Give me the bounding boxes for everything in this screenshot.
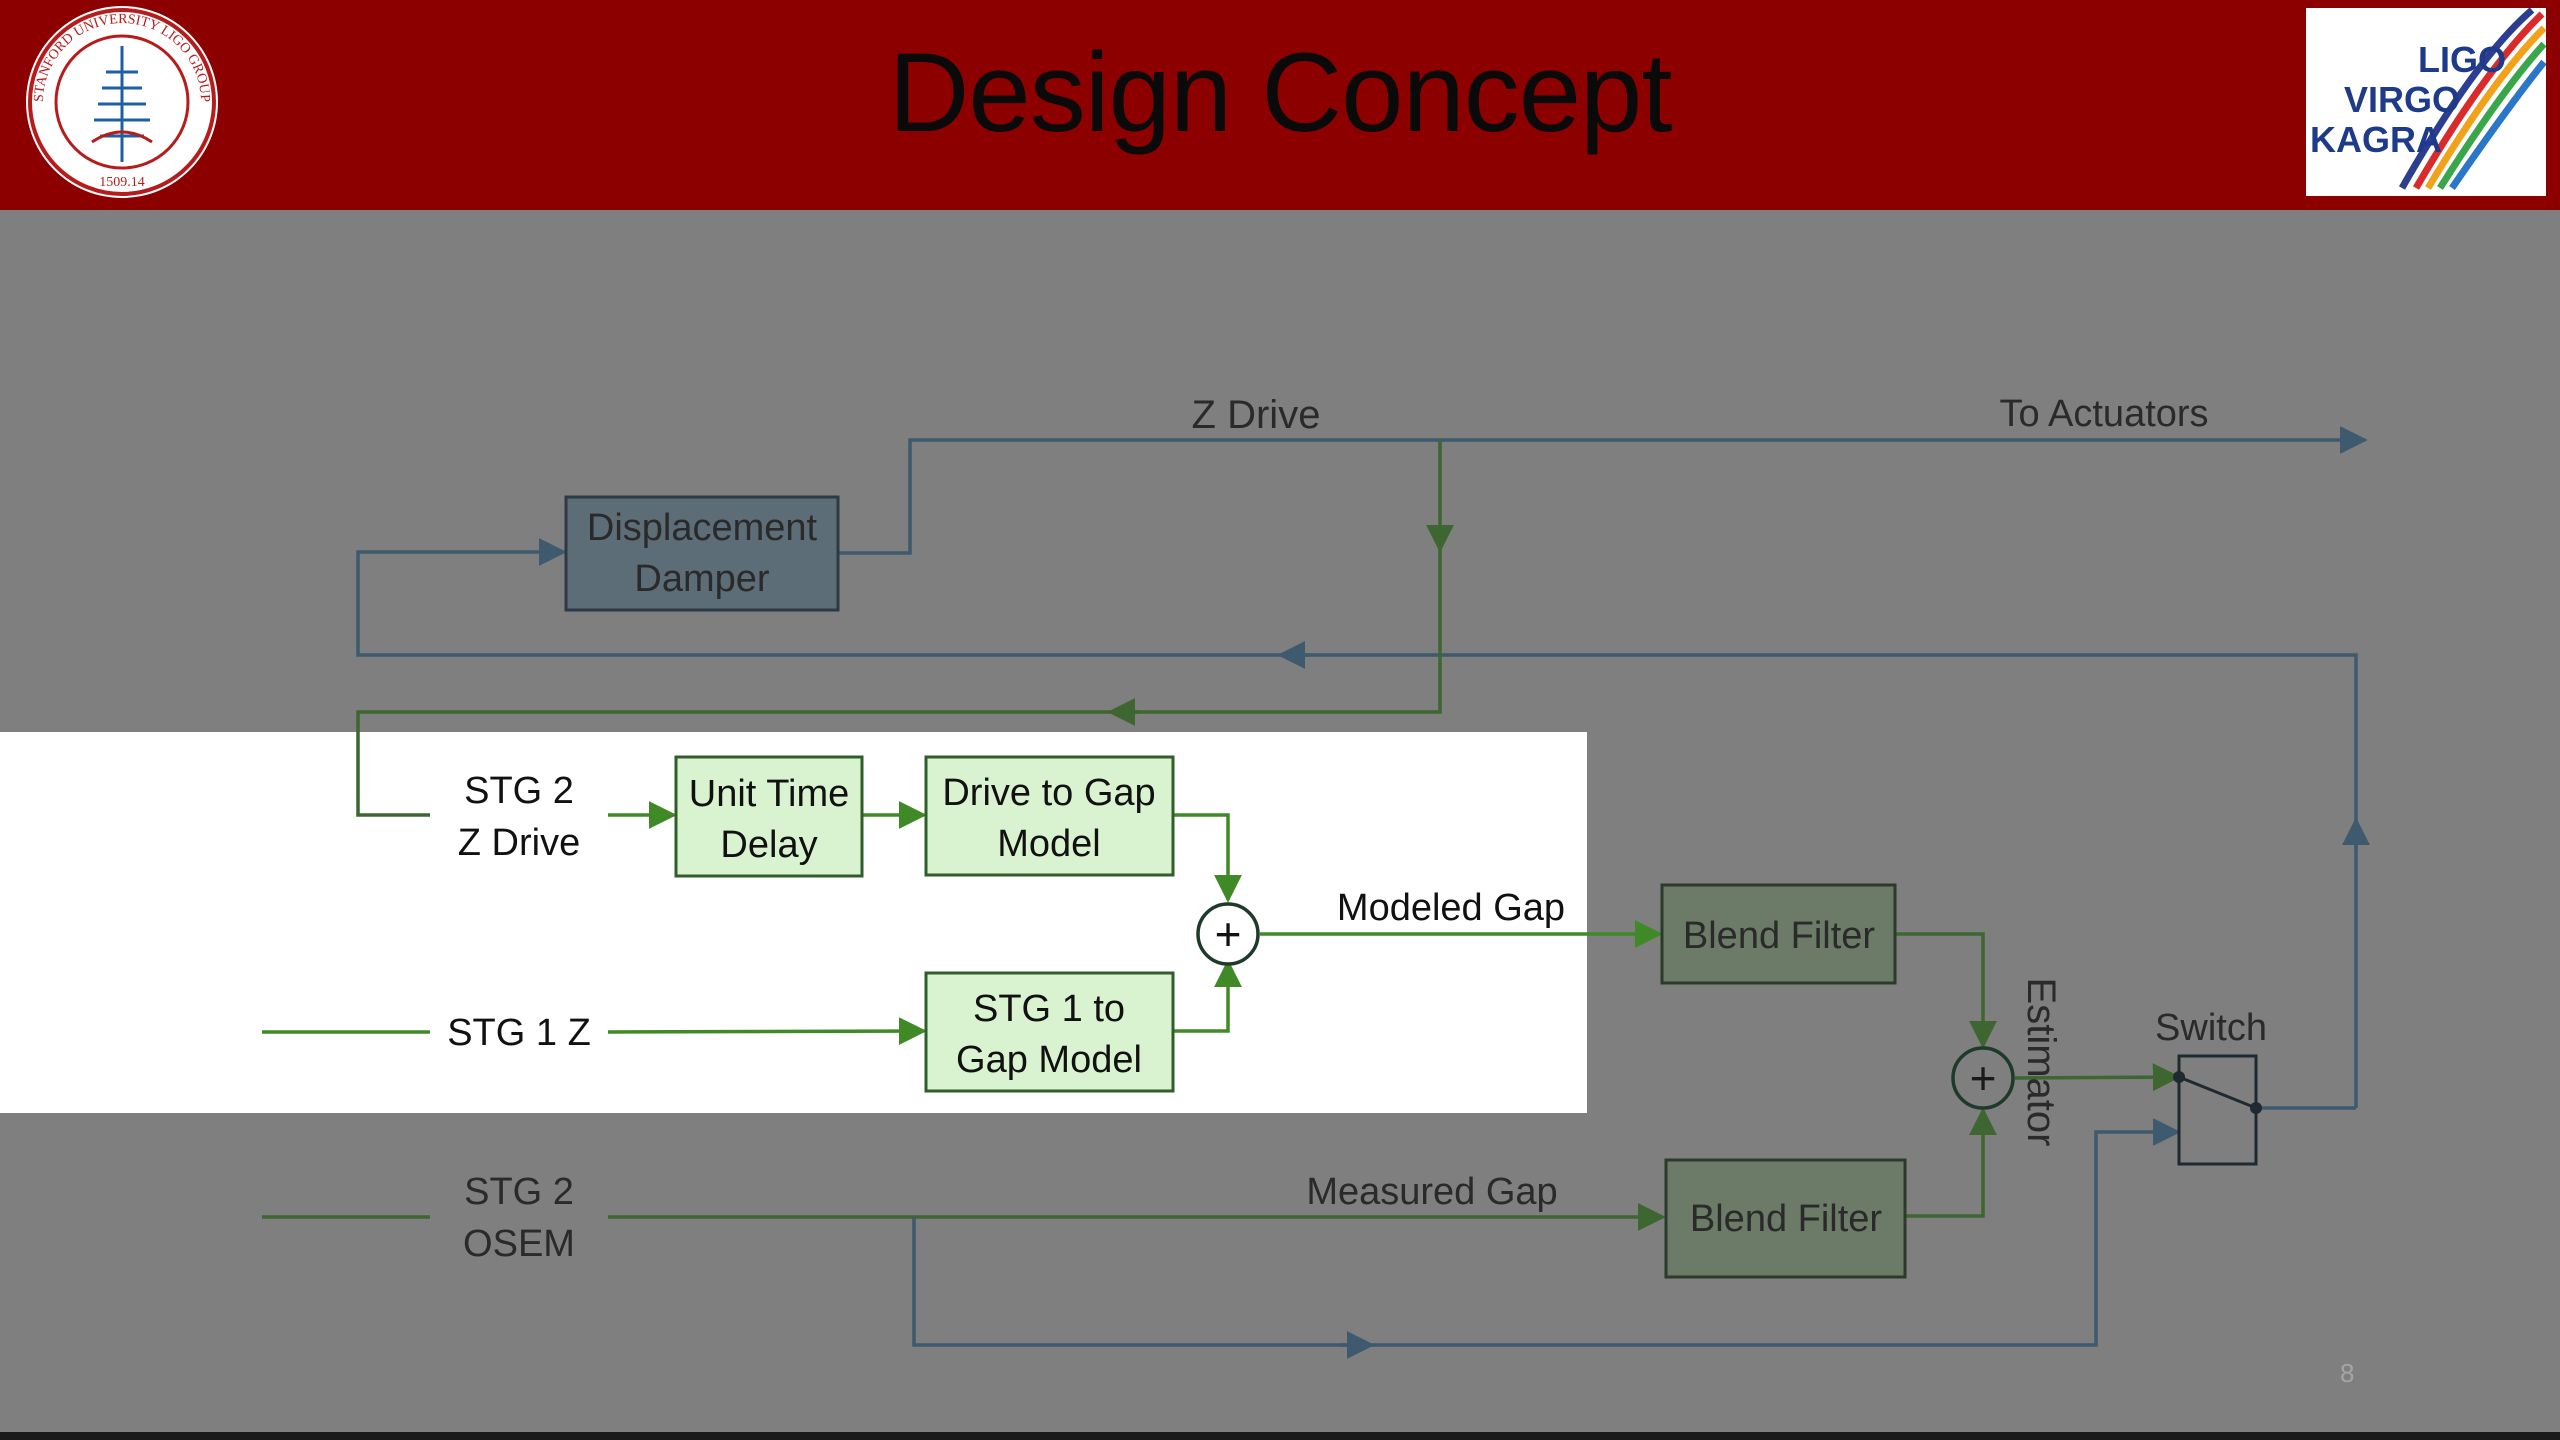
switch-element	[2173, 1054, 2262, 1166]
logo-text-kagra: KAGRA	[2310, 119, 2442, 160]
label-measured-gap: Measured Gap	[1306, 1171, 1557, 1213]
block-blend-filter-top: Blend Filter	[1660, 883, 1897, 985]
wire-measured-direct-to-switch	[912, 1118, 2181, 1347]
label-z-drive: Z Drive	[1192, 393, 1321, 437]
logo-text-ligo: LIGO	[2418, 39, 2506, 80]
wire-drivegap-to-sum	[1173, 813, 1242, 903]
label-to-actuators: To Actuators	[1999, 393, 2208, 435]
input-stg2-zdrive-line2: Z Drive	[458, 822, 580, 864]
label-estimator: Estimator	[2019, 978, 2063, 1147]
slide-title: Design Concept	[888, 30, 1673, 155]
seal-year: 1509.14	[99, 175, 145, 190]
block-unit-time-delay: Unit Time Delay	[674, 755, 864, 878]
title-bar	[0, 0, 2560, 210]
block-unit-time-delay-line1: Unit Time	[689, 773, 849, 815]
wire-zdrive-to-actuators	[838, 426, 2368, 555]
block-blend-filter-bottom-label: Blend Filter	[1690, 1198, 1883, 1240]
wire-stg1-to-gapmodel	[607, 1017, 927, 1046]
bottom-bar	[0, 1432, 2560, 1440]
block-displacement-damper-line1: Displacement	[587, 507, 818, 549]
stanford-ligo-seal-logo: STANFORD UNIVERSITY LIGO GROUP 1509.14	[22, 2, 222, 202]
input-stg2-osem-line1: STG 2	[464, 1171, 574, 1213]
block-drive-to-gap-line2: Model	[997, 823, 1101, 865]
input-stg1-z: STG 1 Z	[447, 1012, 591, 1054]
wire-gapmodel-to-sum	[1173, 959, 1242, 1033]
label-modeled-gap: Modeled Gap	[1337, 887, 1565, 929]
sum-node-modeled-symbol: +	[1215, 908, 1242, 960]
input-stg2-zdrive-line1: STG 2	[464, 770, 574, 812]
block-displacement-damper-line2: Damper	[634, 558, 769, 600]
label-switch: Switch	[2155, 1007, 2267, 1049]
block-displacement-damper: Displacement Damper	[564, 495, 840, 612]
block-stg1-to-gap-line2: Gap Model	[956, 1039, 1142, 1081]
sum-node-estimator-symbol: +	[1970, 1052, 1997, 1104]
logo-text-virgo: VIRGO	[2344, 79, 2460, 120]
wire-blend-bottom-to-sum	[1905, 1107, 1997, 1218]
block-drive-to-gap-line1: Drive to Gap	[942, 772, 1155, 814]
block-stg1-to-gap-model: STG 1 to Gap Model	[924, 971, 1175, 1093]
block-unit-time-delay-line2: Delay	[720, 824, 817, 866]
block-blend-filter-top-label: Blend Filter	[1683, 915, 1876, 957]
ligo-virgo-kagra-logo: LIGO VIRGO KAGRA	[2306, 8, 2546, 196]
sum-node-modeled: +	[1196, 902, 1260, 966]
wire-estsum-to-switch	[2014, 1063, 2181, 1092]
input-stg2-osem-line2: OSEM	[463, 1223, 575, 1265]
wire-feedback-to-damper	[356, 538, 2358, 1108]
sum-node-estimator: +	[1951, 1046, 2015, 1110]
wire-zdrive-tap-loop	[356, 550, 1442, 817]
page-number: 8	[2340, 1358, 2355, 1388]
block-stg1-to-gap-line1: STG 1 to	[973, 988, 1125, 1030]
wire-blend-top-to-sum	[1895, 932, 1997, 1049]
block-drive-to-gap-model: Drive to Gap Model	[924, 755, 1175, 877]
block-blend-filter-bottom: Blend Filter	[1664, 1158, 1907, 1279]
